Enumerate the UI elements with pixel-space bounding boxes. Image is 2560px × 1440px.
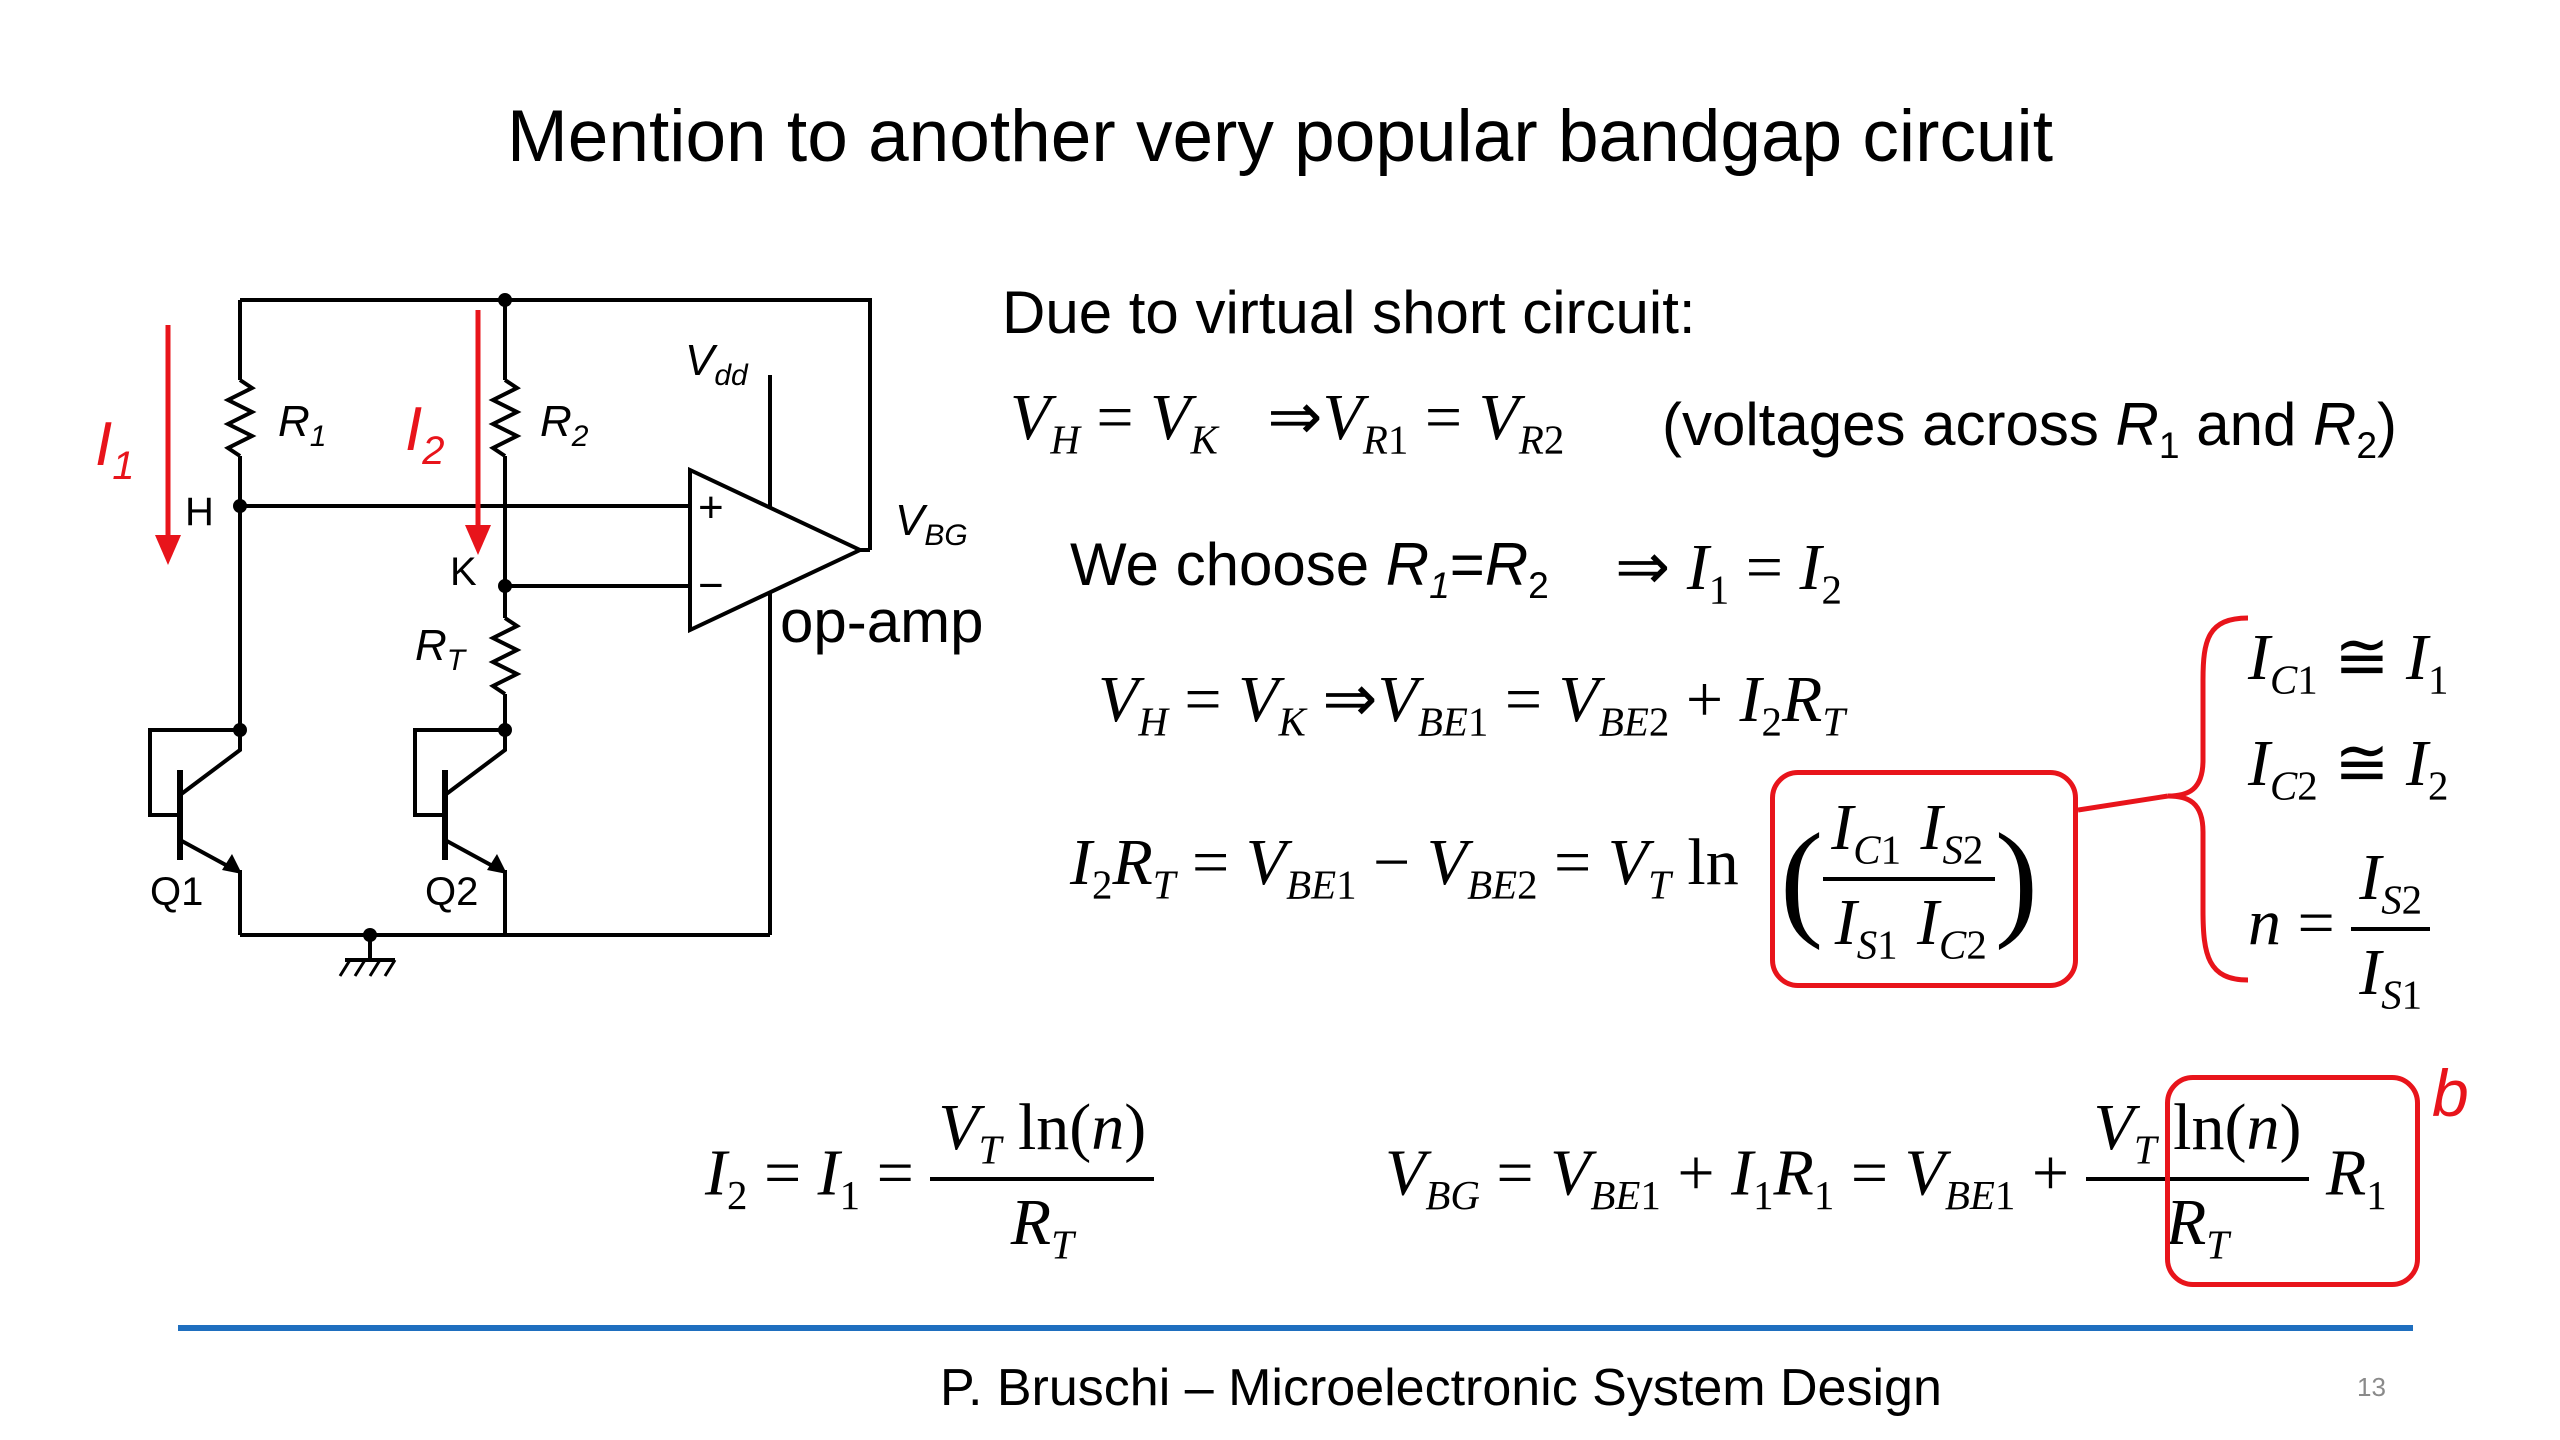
page-number: 13 [2357,1372,2386,1402]
opamp-triangle [688,466,865,634]
top-node-dot [498,293,512,307]
q1-emitter-arrow [222,854,242,874]
q2-emitter-arrow [487,854,507,874]
node-k-dot [498,579,512,593]
red-brace [2078,615,2249,983]
b-highlight-box [2165,1075,2420,1287]
i2-label: I2 [405,395,444,473]
i1-arrow-head [155,535,181,565]
r1-resistor [223,378,257,458]
r1-label: R1 [278,397,326,453]
equation-vbe: VH = VK ⇒VBE1 = VBE2 + I2RT [1098,663,1846,745]
vdd-label: Vdd [685,336,749,392]
we-choose-line: We choose R1=R2 [1070,531,1549,607]
equation-i2rt-ln: I2RT = VBE1 − VBE2 = VT ln [1070,826,1739,908]
i2-arrow-head [465,525,491,555]
rt-label: RT [415,621,468,677]
ground-hatch [338,959,397,977]
equation-i2-i1-result: I2 = I1 = VT ln(n)RT [705,1090,1155,1269]
i1-label: I1 [95,410,134,488]
q1-collector-loop [148,728,240,817]
footer-divider [178,1325,2413,1331]
voltages-note: (voltages across R1 and R2) [1662,391,2398,467]
node-h-label: H [185,490,214,534]
opamp-minus-label: − [698,561,724,610]
equation-i1-i2: ⇒ I1 = I2 [1615,531,1842,613]
bandgap-circuit-schematic: I1 I2 R1 R2 RT Vdd VBG H K Q1 Q2 + − op-… [95,293,983,977]
equation-ic2-approx: IC2 ≅ I2 [2248,727,2449,809]
q2-collector [443,730,507,797]
node-k-label: K [450,550,477,594]
slide-title: Mention to another very popular bandgap … [506,96,2054,177]
footer-text: P. Bruschi – Microelectronic System Desi… [940,1359,1942,1417]
r2-label: R2 [540,397,589,453]
virtual-short-text: Due to virtual short circuit: [1002,279,1696,346]
ratio-highlight-box [1770,770,2078,988]
node-h-dot [233,499,247,513]
ground-node-dot [363,928,377,942]
rt-resistor [488,616,522,696]
q1-collector-dot [233,723,247,737]
equation-ic1-approx: IC1 ≅ I1 [2248,621,2449,703]
equation-vh-vk-vr: VH = VK ⇒VR1 = VR2 [1010,381,1565,463]
r2-resistor [488,378,522,458]
q1-label: Q1 [150,870,203,914]
q1-collector [178,730,242,797]
q2-collector-loop [413,728,505,817]
b-label: b [2432,1056,2469,1130]
q2-label: Q2 [425,870,478,914]
opamp-plus-label: + [698,483,724,532]
q2-collector-dot [498,723,512,737]
equation-vbg-result: VBG = VBE1 + I1R1 = VBE1 + VT ln(n)RT R1 [1385,1091,2387,1268]
opamp-label: op-amp [780,588,983,655]
vbg-label: VBG [895,496,968,552]
top-rail-wire [240,298,872,550]
